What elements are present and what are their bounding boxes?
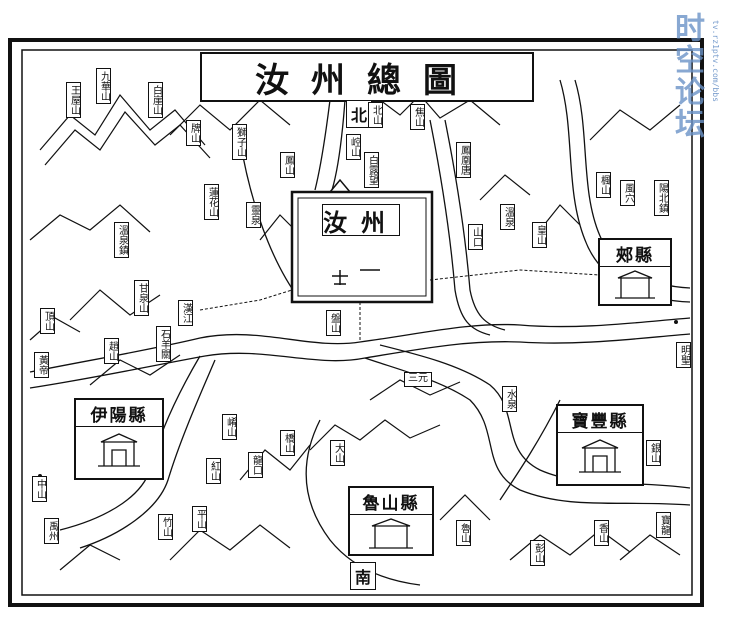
county-name: 寶豐縣 bbox=[558, 406, 642, 433]
label-biaoshan: 牌山 bbox=[186, 120, 201, 146]
label-dashan: 大山 bbox=[330, 440, 345, 466]
map-inner-border bbox=[21, 49, 693, 596]
county-jia: 郟縣 bbox=[598, 238, 672, 306]
label-pingshan: 平山 bbox=[192, 506, 207, 532]
label-shizishan: 獅子山 bbox=[232, 124, 247, 160]
watermark: 时空论坛 tv.rz1ptv.com/bbs bbox=[664, 4, 726, 194]
north-marker: 北 bbox=[346, 100, 373, 128]
city-walls bbox=[290, 178, 434, 304]
label-shiyang: 石羊關 bbox=[156, 326, 171, 362]
county-baofeng: 寶豐縣 bbox=[556, 404, 644, 486]
county-name: 郟縣 bbox=[600, 240, 670, 267]
label-wangwushan: 王屋山 bbox=[66, 82, 81, 118]
roads bbox=[199, 269, 601, 340]
county-seat-icon bbox=[369, 518, 413, 549]
label-dingshan: 頂山 bbox=[40, 308, 55, 334]
label-sanyuan: 三元 bbox=[404, 372, 432, 387]
label-jiaoshan: 焦山 bbox=[410, 104, 425, 130]
map-outer-border bbox=[8, 38, 704, 607]
label-shankoutan: 山口 bbox=[468, 224, 483, 250]
label-zhaoshan: 趙山 bbox=[104, 338, 119, 364]
county-seat-icon bbox=[579, 439, 621, 473]
label-baiyashan: 白崖山 bbox=[148, 82, 163, 118]
county-lushan: 魯山縣 bbox=[348, 486, 434, 556]
label-lianhuashan: 蓮花山 bbox=[204, 184, 219, 220]
label-fengshan2: 楓山 bbox=[596, 172, 611, 198]
watermark-url: tv.rz1ptv.com/bbs bbox=[711, 20, 720, 102]
label-pengshan: 彭山 bbox=[530, 540, 545, 566]
label-ganquan: 甘泉山 bbox=[134, 280, 149, 316]
label-bailuwang: 白露望 bbox=[364, 152, 379, 188]
county-yiyang: 伊陽縣 bbox=[74, 398, 164, 480]
label-kongshan: 崆山 bbox=[346, 134, 361, 160]
label-fengkou: 風穴 bbox=[620, 180, 635, 206]
label-yangbei: 陽北鎮 bbox=[654, 180, 669, 216]
label-qiaoshan: 橋山 bbox=[280, 430, 295, 456]
label-yinshan: 銀山 bbox=[646, 440, 661, 466]
label-longkou: 龍口 bbox=[248, 452, 263, 478]
label-lingquan: 靈泉 bbox=[246, 202, 261, 228]
county-seat-icon bbox=[615, 270, 655, 299]
south-marker: 南 bbox=[350, 562, 377, 590]
label-beishan: 北山 bbox=[368, 102, 383, 128]
label-zhongshan: 中山 bbox=[32, 476, 47, 502]
label-zhushan: 竹山 bbox=[158, 514, 173, 540]
label-xiaoshan: 崤山 bbox=[222, 414, 237, 440]
label-wenzhen: 溫泉鎮 bbox=[114, 222, 129, 258]
label-baolong: 寶龍 bbox=[656, 512, 671, 538]
map-title: 汝州總圖 bbox=[200, 52, 534, 102]
label-panshan: 盤山 bbox=[326, 310, 341, 336]
label-hongshan: 紅山 bbox=[206, 458, 221, 484]
county-seat-icon bbox=[98, 433, 140, 467]
label-huangdi: 黃帝 bbox=[34, 352, 49, 378]
label-shuiquan: 水泉 bbox=[502, 386, 517, 412]
label-lushanshan: 魯山 bbox=[456, 520, 471, 546]
label-fengtangshan: 鳳凰唐 bbox=[456, 142, 471, 178]
label-wenyin: 溫泉 bbox=[500, 204, 515, 230]
label-fengshan: 鳳山 bbox=[280, 152, 295, 178]
label-xiangshan: 香山 bbox=[594, 520, 609, 546]
label-mingsheng: 明聖 bbox=[676, 342, 691, 368]
city-name-label: 汝州 bbox=[322, 204, 400, 237]
label-huangshan: 皇山 bbox=[532, 222, 547, 248]
county-name: 魯山縣 bbox=[350, 488, 432, 515]
label-yuzhong: 禹州 bbox=[44, 518, 59, 544]
watermark-text: 时空论坛 bbox=[669, 12, 704, 140]
label-hanjiang: 漢江 bbox=[178, 300, 193, 326]
county-name: 伊陽縣 bbox=[76, 400, 162, 427]
label-jiuhuashan: 九華山 bbox=[96, 68, 111, 104]
